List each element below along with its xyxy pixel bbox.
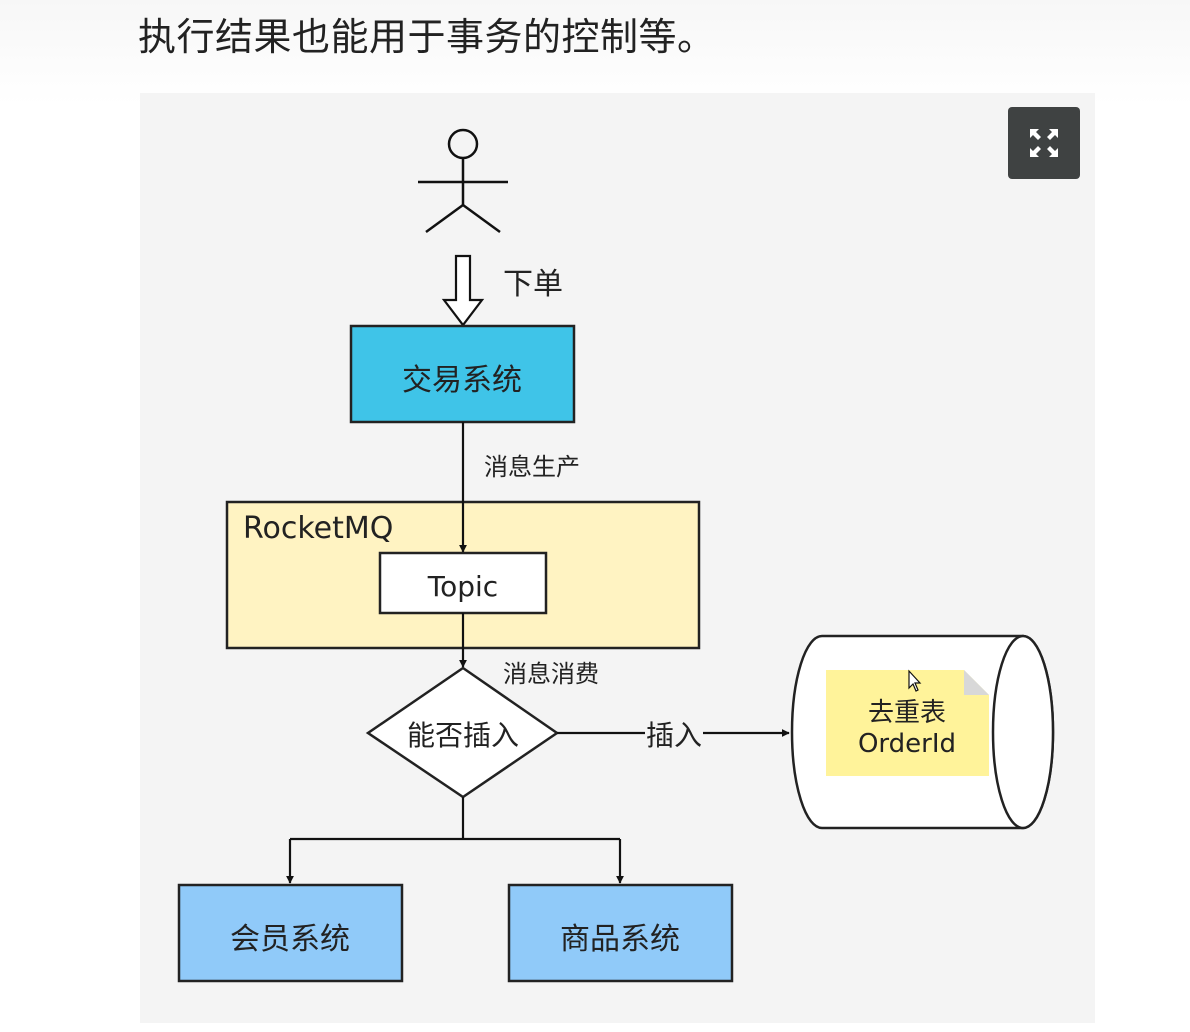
order-label: 下单 — [503, 267, 563, 302]
trade-system-label: 交易系统 — [402, 363, 522, 398]
mouse-cursor-icon — [908, 669, 922, 692]
produce-label: 消息生产 — [484, 453, 580, 481]
top-fade — [0, 0, 1190, 105]
topic-label: Topic — [427, 570, 498, 603]
order-arrow — [441, 254, 485, 327]
branch-connectors — [286, 797, 624, 884]
rocketmq-label: RocketMQ — [243, 511, 393, 546]
expand-icon — [1030, 129, 1058, 157]
goods-system-label: 商品系统 — [560, 922, 680, 957]
goods-system-box — [507, 883, 734, 983]
decision-label: 能否插入 — [407, 719, 519, 752]
page-heading: 执行结果也能用于事务的控制等。 — [138, 15, 716, 59]
dedup-table-label: 去重表 — [868, 698, 946, 728]
consume-label: 消息消费 — [503, 660, 599, 688]
stick-figure-icon — [418, 128, 508, 234]
member-system-box — [177, 883, 404, 983]
fullscreen-button[interactable] — [1008, 107, 1080, 179]
dedup-orderid-label: OrderId — [858, 729, 956, 759]
topic-box — [378, 551, 548, 615]
insert-label: 插入 — [646, 719, 702, 752]
trade-system-box — [349, 324, 576, 424]
dedup-note — [826, 670, 989, 776]
member-system-label: 会员系统 — [230, 922, 350, 957]
